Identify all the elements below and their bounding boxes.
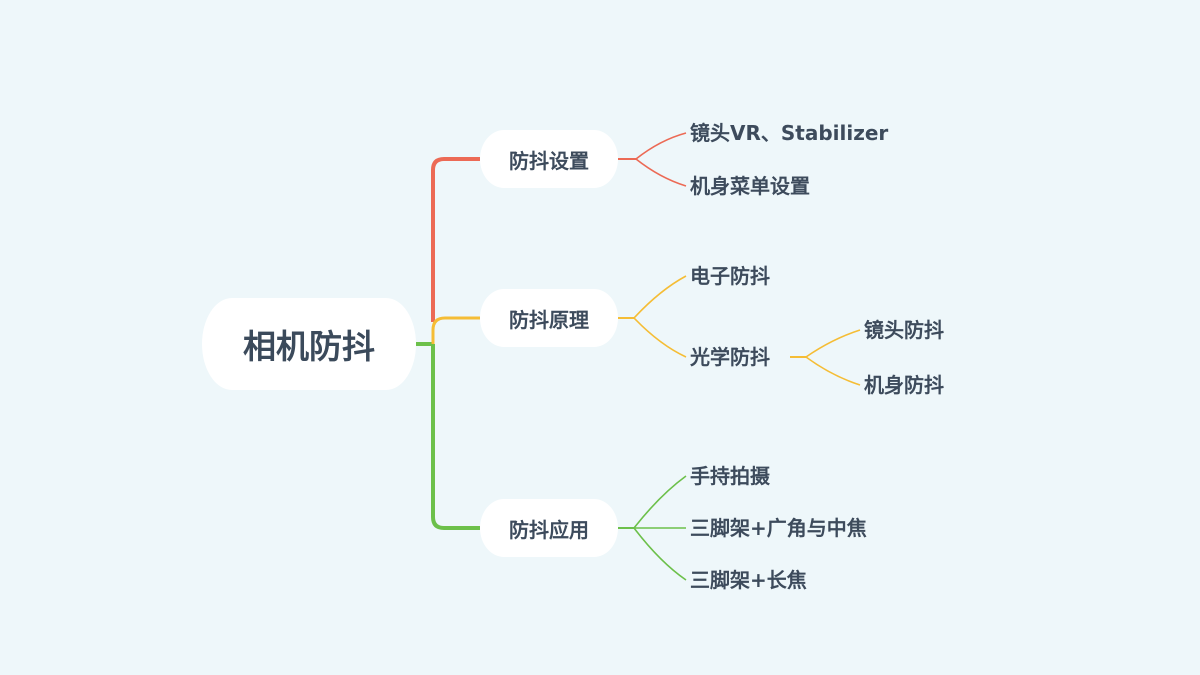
trunk-settings: [431, 157, 480, 322]
leaf-lens-stabilization[interactable]: 镜头防抖: [864, 318, 944, 342]
trunk-principle: [431, 316, 480, 344]
branch-settings-label: 防抖设置: [509, 148, 589, 173]
link-optical-2: [805, 356, 861, 386]
root-label: 相机防抖: [243, 327, 375, 366]
branch-settings-node[interactable]: 防抖设置: [480, 130, 618, 188]
leaf-handheld-shooting[interactable]: 手持拍摄: [690, 464, 770, 488]
leaf-body-stabilization[interactable]: 机身防抖: [864, 373, 944, 397]
link-settings-2: [635, 158, 687, 187]
link-application-3: [633, 527, 687, 581]
link-principle-1: [633, 275, 687, 319]
leaf-electronic-stabilization[interactable]: 电子防抖: [690, 264, 770, 288]
leaf-tripod-tele[interactable]: 三脚架+长焦: [690, 568, 807, 592]
branch-application-label: 防抖应用: [509, 517, 589, 542]
leaf-optical-stabilization[interactable]: 光学防抖: [690, 345, 770, 369]
link-optical-1: [805, 329, 861, 358]
leaf-body-menu-settings[interactable]: 机身菜单设置: [690, 174, 810, 198]
root-node[interactable]: 相机防抖: [202, 298, 416, 390]
trunk-application: [431, 344, 480, 530]
link-application-1: [633, 475, 687, 529]
link-settings-1: [635, 132, 687, 160]
link-principle-2: [633, 317, 687, 358]
branch-principle-node[interactable]: 防抖原理: [480, 289, 618, 347]
branch-application-node[interactable]: 防抖应用: [480, 499, 618, 557]
leaf-tripod-wide-mid[interactable]: 三脚架+广角与中焦: [690, 516, 867, 540]
branch-principle-label: 防抖原理: [509, 307, 589, 332]
leaf-lens-vr-stabilizer[interactable]: 镜头VR、Stabilizer: [690, 121, 889, 145]
